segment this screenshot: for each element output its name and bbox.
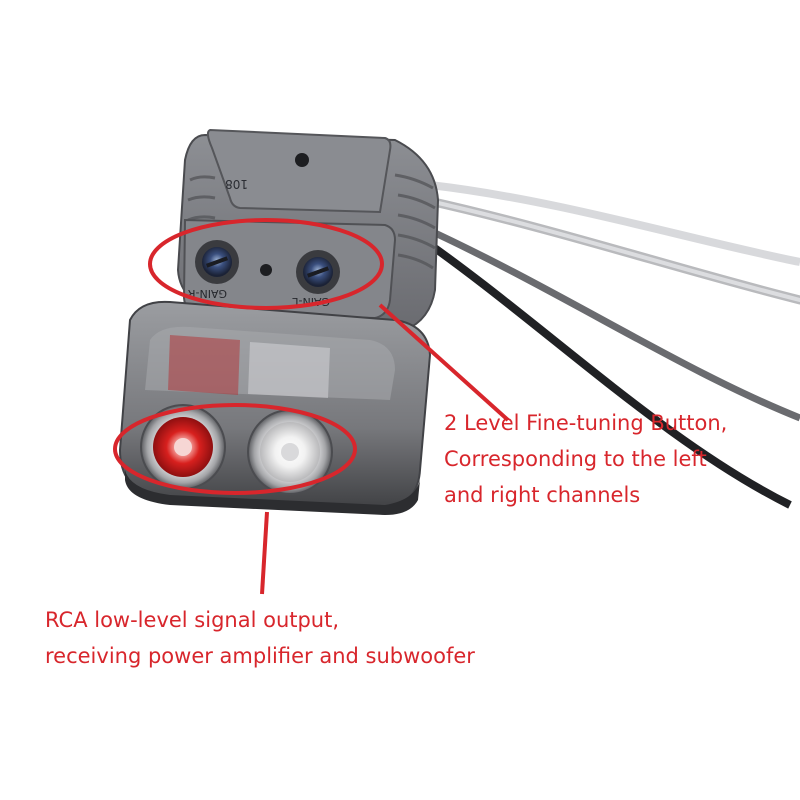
model-label: 108 <box>225 177 248 191</box>
gain-knobs-highlight <box>148 218 384 310</box>
rca-jack-red <box>140 404 226 490</box>
screw-hole <box>295 153 309 167</box>
screw-hole <box>260 264 272 276</box>
gain-caption-line-1: 2 Level Fine-tuning Button, <box>444 411 728 435</box>
dark-grey-cable <box>418 222 800 422</box>
black-cable <box>409 228 792 509</box>
grey-cable <box>423 198 800 302</box>
rca-output-caption: RCA low-level signal output, receiving p… <box>45 602 475 674</box>
gain-caption-line-3: and right channels <box>444 483 641 507</box>
gain-knob-left <box>195 240 239 284</box>
gain-left-label: GAIN-R <box>188 287 227 300</box>
gain-caption-line-2: Corresponding to the left <box>444 447 707 471</box>
annotation-marks <box>113 218 510 595</box>
gain-callout-line <box>378 303 510 422</box>
rca-callout-line <box>260 511 269 595</box>
rca-jack-white <box>247 409 333 495</box>
rca-jacks-highlight <box>113 403 357 495</box>
rca-caption-line-2: receiving power amplifier and subwoofer <box>45 644 475 668</box>
white-cable <box>429 181 800 266</box>
cables <box>409 181 800 509</box>
gain-knobs-caption: 2 Level Fine-tuning Button, Correspondin… <box>444 405 727 513</box>
rca-caption-line-1: RCA low-level signal output, <box>45 608 340 632</box>
gain-knob-right <box>296 250 340 294</box>
